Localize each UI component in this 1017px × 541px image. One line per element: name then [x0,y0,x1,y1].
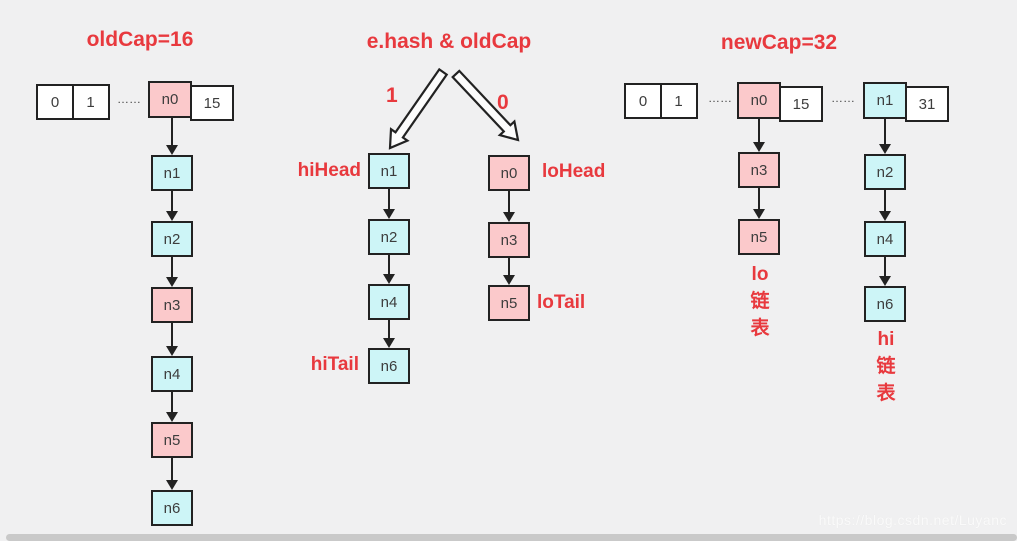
new-array-cell-0: 0 [624,83,662,119]
old-array-cell-15: 15 [190,85,234,121]
new-lo-node-n5: n5 [738,219,780,255]
new-array-bucket-hi-group: n1 31 [863,82,953,124]
new-array-bucket-lo-group: n0 15 [737,82,827,124]
new-array-head-cells: 0 1 [624,83,698,119]
old-chain-node-n4: n4 [151,356,193,392]
new-array-cell-15: 15 [779,86,823,122]
old-chain-node-n5: n5 [151,422,193,458]
down-arrow-icon [165,392,179,422]
new-cap-title: newCap=32 [720,31,838,54]
new-hi-node-n6: n6 [864,286,906,322]
down-arrow-icon [382,320,396,348]
down-arrow-icon [165,458,179,490]
old-cap-title: oldCap=16 [86,28,194,51]
hi-head-label: hiHead [297,160,361,181]
split-hi-node-n1: n1 [368,153,410,189]
new-array-ellipsis-1: …… [708,91,732,105]
split-lo-node-n0: n0 [488,155,530,191]
down-arrow-icon [165,257,179,287]
lo-head-label: loHead [542,161,606,182]
down-arrow-icon [165,323,179,356]
new-array-cell-1: 1 [659,83,698,119]
down-arrow-icon [878,119,892,154]
new-array-bucket-n0: n0 [737,82,781,119]
split-arrows [388,67,520,150]
lo-tail-label: loTail [537,292,586,313]
down-arrow-icon [752,188,766,219]
new-array-cell-31: 31 [905,86,949,122]
watermark-text: https://blog.csdn.net/Luyanc [818,512,1007,528]
down-arrow-icon [165,118,179,155]
new-array-bucket-n1: n1 [863,82,907,119]
down-arrow-icon [382,189,396,219]
split-hi-node-n2: n2 [368,219,410,255]
new-array-ellipsis-2: …… [831,91,855,105]
new-hi-node-n4: n4 [864,221,906,257]
old-array-head-cells: 0 1 [36,84,110,120]
down-arrow-icon [382,255,396,284]
new-lo-node-n3: n3 [738,152,780,188]
lo-list-label: lo 链 表 [750,264,770,339]
horizontal-scrollbar-thumb[interactable] [6,534,1017,541]
old-chain-node-n6: n6 [151,490,193,526]
old-chain-node-n2: n2 [151,221,193,257]
old-array-cell-0: 0 [36,84,74,120]
old-array-ellipsis: …… [117,92,141,106]
down-arrow-icon [878,257,892,286]
branch-label-zero: 0 [497,91,509,114]
split-arrow-right-icon [451,69,520,142]
split-hi-node-n6: n6 [368,348,410,384]
split-hi-node-n4: n4 [368,284,410,320]
hi-tail-label: hiTail [310,354,359,375]
old-chain-node-n3: n3 [151,287,193,323]
down-arrow-icon [752,119,766,152]
down-arrow-icon [502,191,516,222]
old-chain-node-n1: n1 [151,155,193,191]
old-array-bucket-group: n0 15 [148,81,238,123]
split-arrow-left-icon [388,67,449,150]
down-arrow-icon [165,191,179,221]
old-array-cell-1: 1 [71,84,110,120]
branch-label-one: 1 [386,84,398,107]
split-lo-node-n3: n3 [488,222,530,258]
down-arrow-icon [878,190,892,221]
split-title: e.hash & oldCap [366,30,532,53]
down-arrow-icon [502,258,516,285]
old-array-bucket-n0: n0 [148,81,192,118]
new-hi-node-n2: n2 [864,154,906,190]
hi-list-label: hi 链 表 [876,329,896,404]
split-lo-node-n5: n5 [488,285,530,321]
